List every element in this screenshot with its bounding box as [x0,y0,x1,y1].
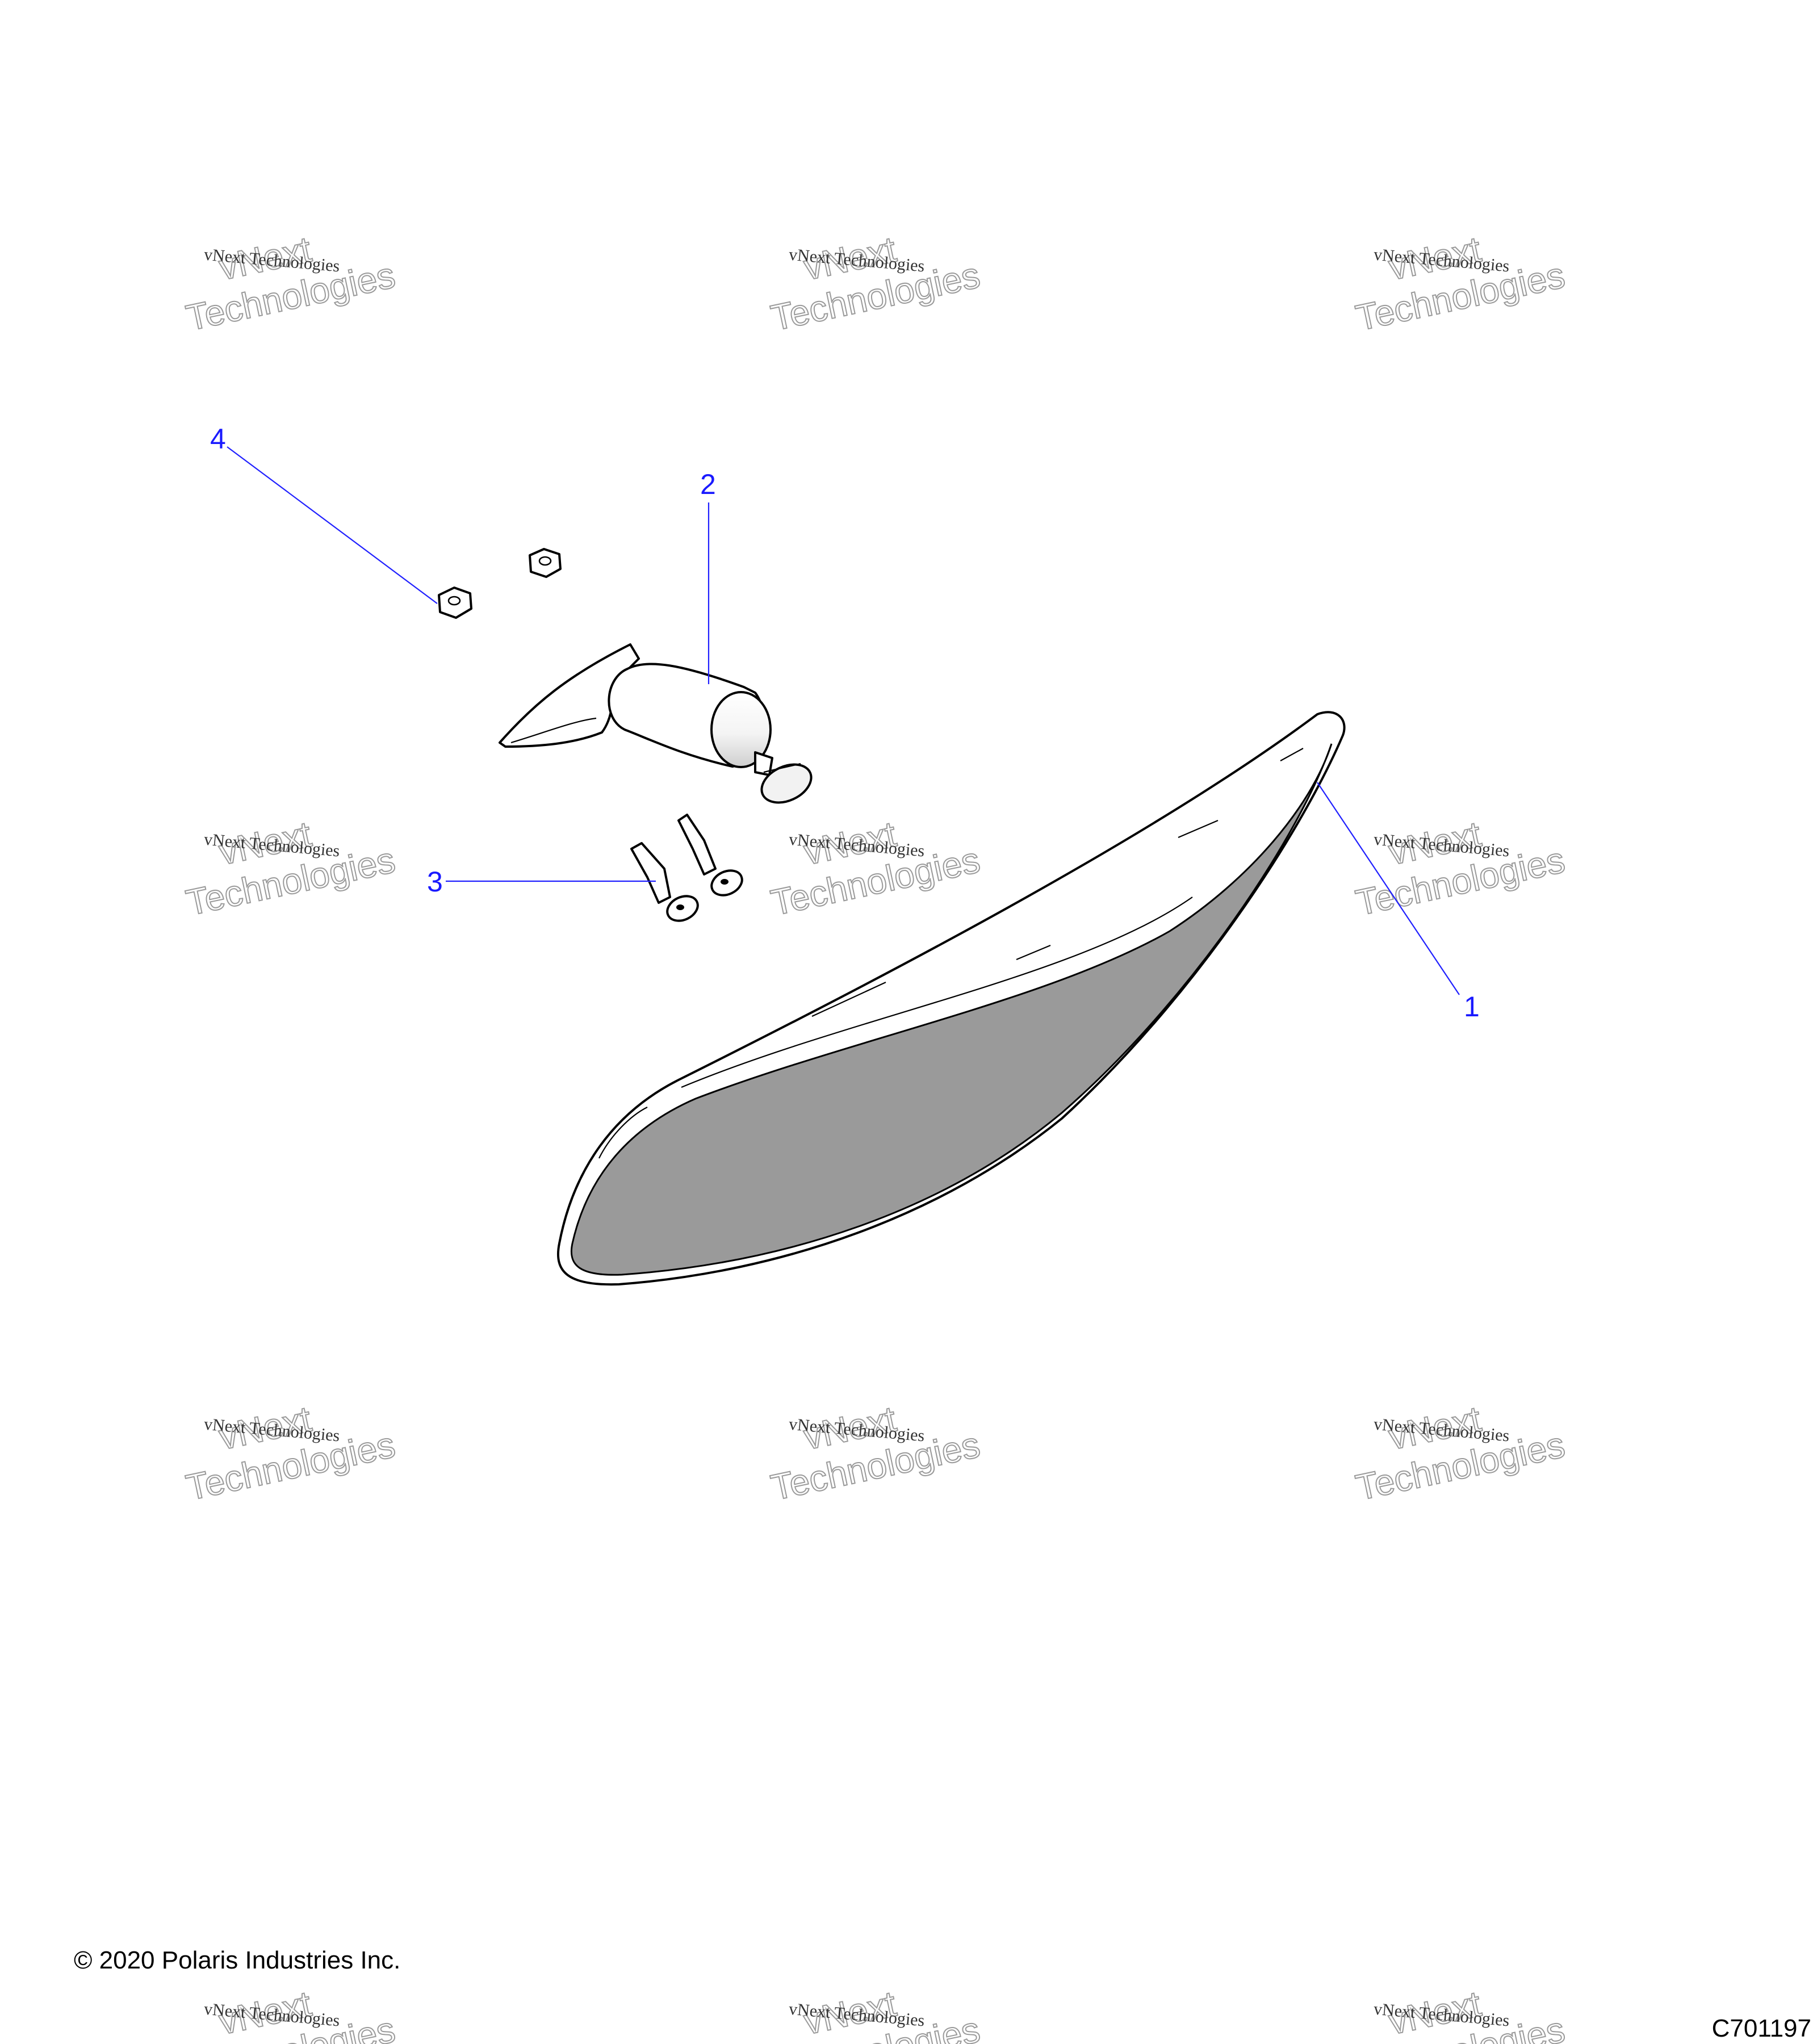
mirror-mount-arm-part[interactable] [499,643,817,810]
screw-part-b[interactable] [677,814,746,900]
callout-2[interactable]: 2 [700,468,716,500]
screw-part-a[interactable] [630,842,702,925]
leader-line-1 [1317,782,1460,995]
callout-labels: 1 2 3 4 [210,423,1480,1023]
copyright-notice: © 2020 Polaris Industries Inc. [74,1946,401,1974]
callout-3[interactable]: 3 [427,866,443,898]
mirror-glass-part[interactable] [556,711,1346,1286]
figure-code: C701197 [1711,2014,1811,2042]
callout-leaders [227,446,1460,995]
leader-line-4 [227,446,438,604]
callout-1[interactable]: 1 [1464,991,1480,1023]
callout-4[interactable]: 4 [210,423,226,455]
nut-part-b[interactable] [529,548,562,578]
nut-part-a[interactable] [438,587,472,619]
